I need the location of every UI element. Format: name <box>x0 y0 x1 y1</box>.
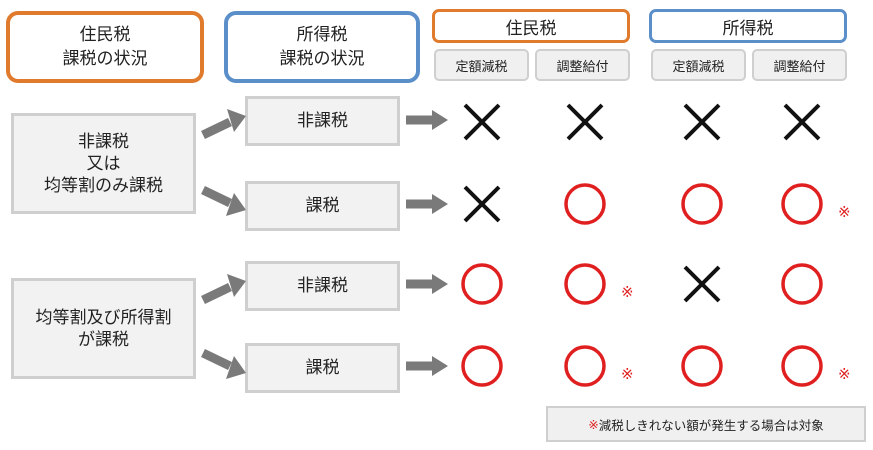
cross-mark-r1c4 <box>783 103 821 141</box>
cross-mark-r1c3 <box>683 103 721 141</box>
income-tax-status-header: 所得税 課税の状況 <box>224 11 420 83</box>
cross-mark-r2c1 <box>463 185 501 223</box>
circle-mark-r2c2 <box>564 183 606 225</box>
note-mark-r4c4: ※ <box>838 365 851 383</box>
arrow-row-1-head <box>432 110 448 130</box>
arrow-diag-4-head <box>226 356 246 379</box>
income-fixed-reduction-header: 定額減税 <box>651 49 746 81</box>
income-status-row2: 課税 <box>245 181 400 231</box>
income-status-row3: 非課税 <box>245 261 400 311</box>
arrow-diag-3 <box>201 282 232 305</box>
circle-mark-r3c2 <box>564 263 606 305</box>
note-mark-r2c4: ※ <box>838 203 851 221</box>
resident-taxed-box: 均等割及び所得割 が課税 <box>11 278 196 379</box>
footnote-symbol: ※ <box>588 416 599 432</box>
cross-mark-r1c2 <box>566 103 604 141</box>
note-mark-r4c2: ※ <box>621 365 634 383</box>
resident-tax-status-header: 住民税 課税の状況 <box>6 11 204 83</box>
footnote-box: ※減税しきれない額が発生する場合は対象 <box>546 406 866 442</box>
circle-mark-r4c3 <box>681 345 723 387</box>
circle-mark-r4c2 <box>564 345 606 387</box>
cross-mark-r1c1 <box>463 103 501 141</box>
resident-adjustment-benefit-header: 調整給付 <box>535 49 630 81</box>
circle-mark-r3c4 <box>781 263 823 305</box>
footnote-text: 減税しきれない額が発生する場合は対象 <box>598 417 824 433</box>
arrow-row-2-head <box>432 194 448 214</box>
circle-mark-r4c1 <box>461 345 503 387</box>
circle-mark-r4c4 <box>781 345 823 387</box>
note-mark-r3c2: ※ <box>621 283 634 301</box>
circle-mark-r3c1 <box>461 263 503 305</box>
arrow-row-3-head <box>432 274 448 294</box>
arrow-diag-4 <box>201 348 232 371</box>
resident-nontaxed-box: 非課税 又は 均等割のみ課税 <box>11 113 196 214</box>
resident-tax-group-header: 住民税 <box>432 9 630 43</box>
circle-mark-r2c4 <box>781 183 823 225</box>
arrow-diag-3-head <box>227 274 246 297</box>
cross-mark-r3c3 <box>683 265 721 303</box>
income-status-row1: 非課税 <box>245 96 400 146</box>
arrow-row-4-head <box>432 356 448 376</box>
arrow-diag-2-head <box>226 193 246 216</box>
circle-mark-r2c3 <box>681 183 723 225</box>
resident-fixed-reduction-header: 定額減税 <box>434 49 529 81</box>
income-status-row4: 課税 <box>245 343 400 393</box>
income-adjustment-benefit-header: 調整給付 <box>752 49 847 81</box>
arrow-diag-2 <box>201 185 232 208</box>
arrow-diag-1-head <box>227 109 246 132</box>
income-tax-group-header: 所得税 <box>649 9 847 43</box>
arrow-diag-1 <box>201 117 232 140</box>
